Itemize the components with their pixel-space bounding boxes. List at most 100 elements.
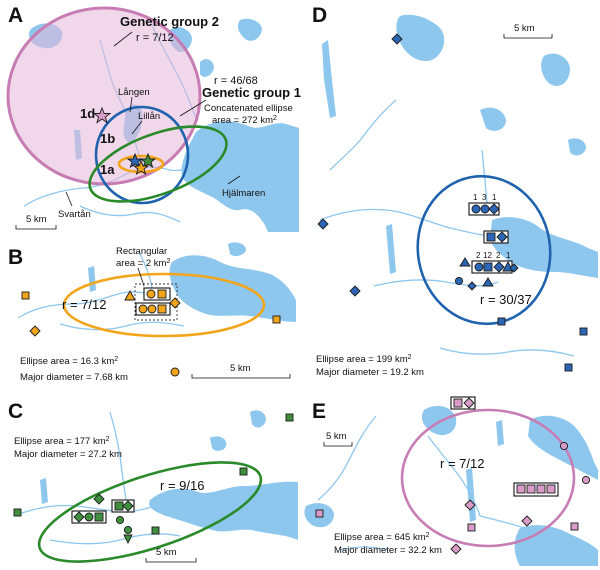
label-group2-title: Genetic group 2 [120, 14, 219, 29]
d-diamond-left [317, 218, 329, 230]
scale-bar-d: 5 km [503, 23, 553, 39]
ellipse-e-pink [400, 408, 576, 548]
river-b1 [17, 291, 161, 319]
label-b-ratio: r = 7/12 [62, 297, 106, 312]
e-square-b [570, 522, 579, 531]
scale-bar-e: 5 km [323, 431, 353, 447]
count-d-top-2: 3 [482, 193, 487, 202]
river-e3 [479, 515, 531, 531]
c-square-b [239, 467, 248, 476]
d1-diamond [488, 203, 500, 215]
lake-small-a4 [200, 59, 214, 77]
leader-group2 [113, 31, 133, 47]
leader-langen [129, 96, 133, 113]
leader-lillan [131, 120, 143, 135]
lake-b-small1 [88, 266, 96, 292]
river-a-south [79, 205, 181, 223]
d1-circle1 [471, 204, 481, 214]
lake-b-east [169, 255, 296, 322]
d-square-c [564, 363, 573, 372]
label-concat-line2: area = 272 km2 [212, 115, 277, 127]
river-c3 [109, 411, 129, 513]
lake-d-1 [322, 40, 336, 118]
river-c2 [49, 533, 181, 545]
d-diamond-in-2 [509, 263, 519, 273]
label-hjalmaren: Hjälmaren [222, 188, 265, 199]
d-triangle-a [459, 257, 471, 267]
label-group1-ratio: r = 46/68 [214, 75, 258, 87]
lake-c-east [149, 481, 298, 540]
panel-a: A Genetic group 2 r = 7/12 Genetic group… [6, 4, 301, 232]
e2-square1 [516, 484, 526, 494]
e-circle-top [559, 441, 569, 451]
e2-square2 [526, 484, 536, 494]
lake-c-small1 [40, 478, 48, 504]
label-1d: 1d [80, 106, 95, 121]
scale-label-b: 5 km [230, 363, 251, 374]
scale-label-a: 5 km [26, 214, 47, 225]
c-triangle-down [123, 534, 133, 545]
d-diamond-in-1 [467, 281, 477, 291]
b2-circle1 [138, 304, 148, 314]
c-circle-low [123, 525, 133, 535]
scale-label-d: 5 km [514, 23, 535, 34]
lake-b-small2 [228, 242, 246, 257]
count-d-mid-3: 2 [496, 251, 501, 260]
lake-e-5 [514, 525, 598, 566]
label-c-ratio: r = 9/16 [160, 478, 204, 493]
label-rect-line2: area = 2 km2 [116, 258, 170, 270]
label-c-diameter: Major diameter = 27.2 km [14, 449, 122, 460]
e2-square4 [546, 484, 556, 494]
label-svartan: Svartån [58, 209, 91, 220]
b1-circle1 [146, 289, 156, 299]
label-d-area: Ellipse area = 199 km2 [316, 354, 412, 366]
star-pink-1d [92, 106, 112, 124]
panel-c: C Ellipse area = 177 km2 Major diameter … [8, 400, 298, 563]
count-d-mid-4: 1 [506, 251, 511, 260]
river-e1 [317, 415, 377, 501]
count-d-mid-1: 2 [476, 251, 481, 260]
count-d-top-1: 1 [473, 193, 478, 202]
ellipse-green [88, 125, 228, 203]
scale-label-e: 5 km [326, 431, 347, 442]
label-1b: 1b [100, 131, 115, 146]
river-b3 [139, 253, 153, 289]
lake-d-6 [386, 224, 396, 274]
label-b-diameter: Major diameter = 7.68 km [20, 372, 128, 383]
leader-group1 [179, 99, 207, 117]
river-b2 [59, 321, 185, 331]
e-square-c [315, 509, 324, 518]
e-circle-right [581, 475, 591, 485]
c1-circle [84, 512, 94, 522]
lake-d-4 [480, 107, 506, 131]
e1-square [453, 398, 463, 408]
count-d-top-3: 1 [492, 193, 497, 202]
panel-e: E 5 km r = 7/12 Ellipse area = 645 km2 M… [304, 396, 598, 566]
river-e2 [427, 435, 481, 517]
e2-square3 [536, 484, 546, 494]
lake-e-6 [496, 420, 504, 446]
c-square-d [13, 508, 22, 517]
d3-diamond [493, 261, 505, 273]
e1-diamond [463, 397, 475, 409]
panel-letter-e: E [312, 400, 326, 423]
c1-square [94, 512, 104, 522]
scale-bar-c: 5 km [145, 547, 197, 563]
b2-circle2 [147, 304, 157, 314]
d-square-b [579, 327, 588, 336]
label-e-ratio: r = 7/12 [440, 456, 484, 471]
panel-letter-b: B [8, 246, 23, 269]
leader-svartan [65, 191, 73, 207]
ellipse-orange [117, 154, 165, 174]
panel-letter-c: C [8, 400, 23, 423]
d-square-a [497, 317, 506, 326]
d3-square [483, 262, 493, 272]
leader-rect-b [137, 267, 145, 287]
lake-d-5 [490, 217, 598, 278]
b-diamond-right [169, 297, 181, 309]
river-d1 [319, 208, 497, 237]
leader-hjalmaren [227, 175, 241, 185]
b-diamond-left [29, 325, 41, 337]
river-d4 [439, 347, 575, 357]
label-e-diameter: Major diameter = 32.2 km [334, 545, 442, 556]
